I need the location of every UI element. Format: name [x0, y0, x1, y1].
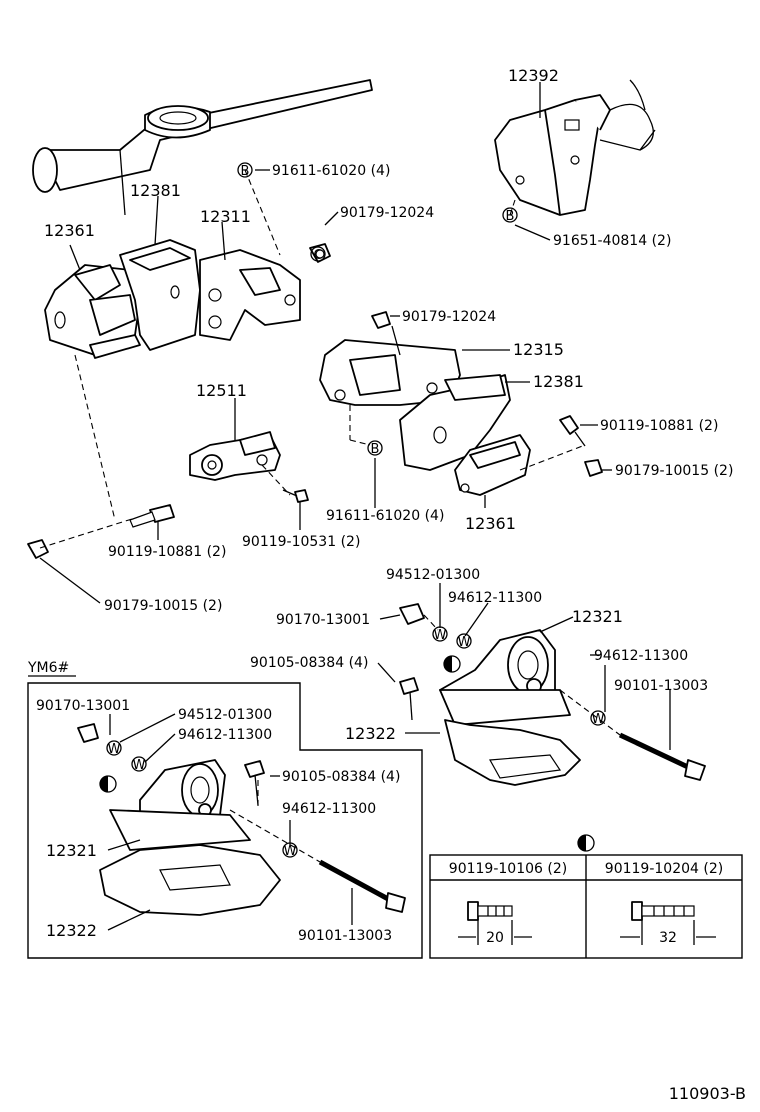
- callout-c: C: [310, 246, 326, 263]
- svg-text:W: W: [458, 635, 471, 650]
- svg-text:B: B: [506, 209, 515, 224]
- label-90119-10531: 90119-10531 (2): [242, 534, 360, 550]
- svg-text:B: B: [241, 164, 250, 179]
- bracket-12511-illustration: [189, 431, 281, 481]
- svg-text:B: B: [371, 442, 380, 457]
- label-12392: 12392: [508, 66, 559, 85]
- washer-w-3: W: [590, 710, 606, 727]
- bolt-length-32: 32: [659, 930, 677, 946]
- part-labels: 12392 91651-40814 (2) 91611-61020 (4) 90…: [36, 66, 733, 944]
- label-90101-13003-lower: 90101-13003: [298, 928, 392, 944]
- label-12361-left: 12361: [44, 221, 95, 240]
- label-12511: 12511: [196, 381, 247, 400]
- label-90179-12024-middle: 90179-12024: [402, 309, 496, 325]
- label-12315: 12315: [513, 340, 564, 359]
- svg-text:W: W: [108, 742, 121, 757]
- callout-symbols: B B B C W W W W: [99, 162, 606, 859]
- label-91611-61020-top: 91611-61020 (4): [272, 163, 390, 179]
- washer-w-4: W: [106, 740, 122, 757]
- leader-lines: [39, 82, 671, 931]
- svg-text:W: W: [284, 844, 297, 859]
- label-90119-10881-left: 90119-10881 (2): [108, 544, 226, 560]
- label-91611-61020-middle: 91611-61020 (4): [326, 508, 444, 524]
- svg-text:W: W: [434, 628, 447, 643]
- label-94612-11300-upper1: 94612-11300: [448, 590, 542, 606]
- bolt-90179-12024-top-illustration: [309, 243, 331, 263]
- washer-w-5: W: [131, 756, 147, 773]
- label-90170-13001-upper: 90170-13001: [276, 612, 370, 628]
- nut-90170-13001-upper-illustration: [399, 603, 425, 625]
- bracket-12311-illustration: [199, 249, 301, 341]
- label-90105-08384-lower: 90105-08384 (4): [282, 769, 400, 785]
- bolt-90105-08384-upper-illustration: [399, 677, 419, 721]
- label-12311: 12311: [200, 207, 251, 226]
- diagram-code: 110903-B: [669, 1084, 746, 1103]
- callout-b-2: B: [502, 207, 518, 224]
- label-90179-12024-top: 90179-12024: [340, 205, 434, 221]
- bracket-12322-lower-illustration: [99, 844, 281, 916]
- mount-12361-left-illustration: [44, 264, 141, 359]
- label-91651-40814: 91651-40814 (2): [553, 233, 671, 249]
- label-94512-01300-lower: 94512-01300: [178, 707, 272, 723]
- label-12381-top: 12381: [130, 181, 181, 200]
- bolt-32-illustration: 32: [620, 901, 716, 946]
- mount-12321-lower-illustration: [109, 759, 251, 851]
- svg-text:C: C: [313, 248, 322, 263]
- bolt-length-table: 90119-10106 (2) 90119-10204 (2) 20: [429, 854, 743, 959]
- variant-label: YM6#: [27, 660, 69, 676]
- half-circle-marker-3: [577, 834, 595, 852]
- label-12321-lower: 12321: [46, 841, 97, 860]
- label-90179-10015-right: 90179-10015 (2): [615, 463, 733, 479]
- bolt-90105-08384-lower-illustration: [244, 760, 265, 806]
- label-90170-13001-lower: 90170-13001: [36, 698, 130, 714]
- label-12321-upper: 12321: [572, 607, 623, 626]
- label-90179-10015-left: 90179-10015 (2): [104, 598, 222, 614]
- long-bolt-90101-13003-lower-illustration: [318, 859, 406, 913]
- svg-text:W: W: [592, 712, 605, 727]
- svg-text:W: W: [133, 758, 146, 773]
- label-90105-08384-upper: 90105-08384 (4): [250, 655, 368, 671]
- drive-shaft-illustration: [32, 79, 373, 216]
- bolt-90119-10881-right-illustration: [559, 415, 586, 447]
- cover-12392-illustration: [494, 79, 656, 216]
- ym6-section-frame: YM6#: [27, 660, 423, 959]
- bolt-20-illustration: 20: [458, 901, 532, 946]
- bracket-12322-upper-illustration: [444, 719, 581, 786]
- bolt-90119-10881-left-illustration: [129, 504, 175, 528]
- label-94512-01300-upper: 94512-01300: [386, 567, 480, 583]
- bracket-12381-middle-illustration: [399, 374, 511, 471]
- nut-90179-10015-right-illustration: [584, 459, 603, 477]
- bracket-12315-illustration: [319, 339, 461, 406]
- washer-w-6: W: [282, 842, 298, 859]
- label-90119-10881-right: 90119-10881 (2): [600, 418, 718, 434]
- label-94612-11300-lower1: 94612-11300: [178, 727, 272, 743]
- label-90101-13003-upper: 90101-13003: [614, 678, 708, 694]
- label-94612-11300-upper2: 94612-11300: [594, 648, 688, 664]
- nut-90170-13001-lower-illustration: [77, 723, 99, 743]
- washer-w-1: W: [432, 626, 448, 643]
- half-circle-marker-2: [99, 775, 117, 793]
- bolt-90119-10531-illustration: [282, 489, 309, 503]
- label-12322-lower: 12322: [46, 921, 97, 940]
- label-94612-11300-lower2: 94612-11300: [282, 801, 376, 817]
- nut-90179-10015-left-illustration: [27, 539, 49, 559]
- label-12361-right: 12361: [465, 514, 516, 533]
- label-12381-middle: 12381: [533, 372, 584, 391]
- washer-w-2: W: [456, 633, 472, 650]
- table-col2-part: 90119-10204 (2): [605, 861, 723, 877]
- bolt-length-20: 20: [486, 930, 504, 946]
- bracket-12381-top-illustration: [119, 239, 201, 351]
- nut-90179-12024-middle-illustration: [371, 311, 391, 329]
- mount-12361-right-illustration: [454, 434, 531, 496]
- mount-12321-upper-illustration: [439, 629, 571, 726]
- half-circle-marker-1: [443, 655, 461, 673]
- callout-b-3: B: [367, 440, 383, 457]
- table-col1-part: 90119-10106 (2): [449, 861, 567, 877]
- long-bolt-90101-13003-upper-illustration: [618, 732, 706, 781]
- callout-b-1: B: [237, 162, 253, 179]
- label-12322-upper: 12322: [345, 724, 396, 743]
